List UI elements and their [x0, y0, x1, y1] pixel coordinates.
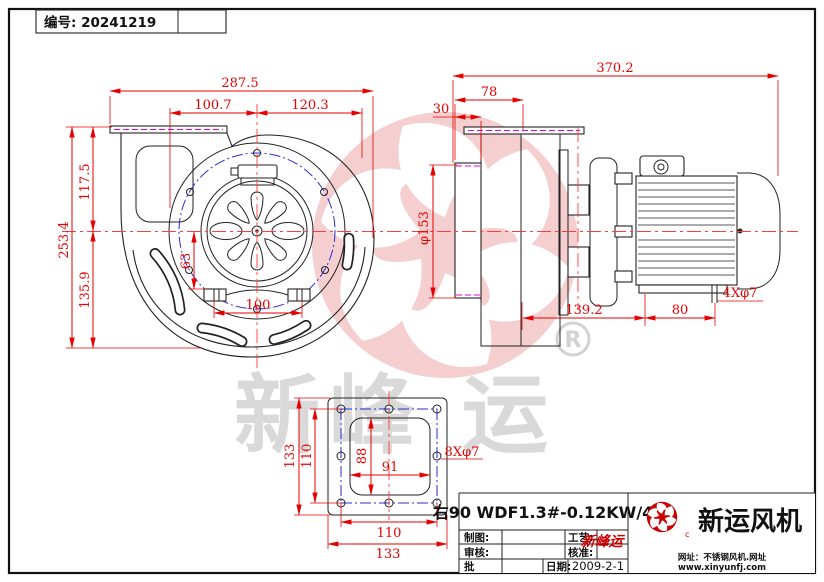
dim-front-overall-width: 287.5	[221, 76, 258, 91]
page-border	[7, 7, 817, 575]
dim-side-inlet-diameter: φ153	[417, 211, 432, 245]
flange-view	[327, 391, 448, 520]
motor-end-cap	[737, 172, 781, 290]
shaft-center	[737, 228, 743, 234]
front-feet	[203, 288, 311, 302]
registered-r: R	[565, 328, 582, 353]
company-website-label: 网址：不锈钢风机.网址	[678, 552, 767, 563]
company-name: 新运风机	[698, 506, 802, 537]
motor-feet	[638, 284, 728, 294]
terminal-box	[639, 155, 685, 177]
dim-flange-bolt-pitch-h: 110	[377, 526, 402, 541]
front-view-dimensions: 287.5 100.7 120.3 253.4 117.5 135.9 63 1…	[57, 76, 374, 349]
watermark-layer: 新 峰 运 R	[234, 112, 591, 466]
process-label: 工艺:	[568, 531, 593, 544]
vent-slots	[149, 232, 355, 347]
dim-flange-outer-height: 133	[283, 444, 298, 469]
title-block: 右90 WDF1.3#-0.12KW/4 制图: 审核: 批 工艺: 核准: 日…	[433, 492, 815, 573]
drawn-label: 制图:	[464, 531, 489, 544]
dim-side-motor-foot-span: 80	[672, 303, 689, 318]
dim-flange-opening-width: 91	[382, 460, 399, 475]
dim-side-flange-depth: 30	[433, 102, 450, 117]
flange-view-dimensions: 133 110 88 91 8Xφ7 110 133	[283, 397, 483, 562]
dim-front-outlet-width: 100.7	[194, 98, 231, 113]
dim-front-upper-height: 117.5	[78, 163, 93, 200]
approve-label: 批	[464, 560, 475, 573]
dim-side-overall-length: 370.2	[596, 61, 633, 76]
serial-number: 编号: 20241219	[44, 14, 156, 31]
ratify-label: 核准:	[568, 546, 593, 559]
checked-label: 审核:	[464, 546, 489, 559]
watermark-char-1: 新	[234, 365, 320, 466]
company-fan-logo-icon	[646, 501, 678, 533]
brand-reg-mark: c	[685, 530, 689, 539]
serial-box: 编号: 20241219	[35, 9, 227, 34]
dim-flange-bolt-holes: 8Xφ7	[445, 445, 480, 460]
dim-side-foot-holes: 4Xφ7	[723, 286, 758, 301]
dim-front-lower-height: 135.9	[78, 271, 93, 308]
dim-front-right-width: 120.3	[291, 98, 328, 113]
dim-flange-bolt-pitch-v: 110	[300, 444, 315, 469]
company-website-url: www.xinyunfj.com	[678, 563, 766, 573]
junction-box	[230, 164, 278, 186]
front-view	[109, 125, 375, 358]
dim-flange-outer-width: 133	[376, 547, 401, 562]
side-view-dimensions: 370.2 78 30 φ153 139.2 80 4Xφ7	[417, 61, 779, 330]
dim-front-foot-drop: 63	[179, 253, 194, 270]
dim-front-overall-height: 253.4	[57, 221, 72, 258]
motor	[635, 155, 781, 303]
company-brand: 新峰运	[580, 533, 626, 550]
company-area: 新运风机 新峰运 c 网址：不锈钢风机.网址 www.xinyunfj.com	[580, 501, 802, 573]
inlet-flange	[454, 162, 482, 299]
watermark-char-2: 峰	[329, 365, 415, 466]
side-view	[454, 126, 781, 347]
dim-front-foot-span: 100	[246, 298, 271, 313]
model-designation: 右90 WDF1.3#-0.12KW/4	[433, 503, 654, 522]
motor-fins	[638, 182, 735, 276]
watermark-char-3: 运	[462, 365, 548, 466]
registered-trademark-icon: R	[555, 321, 591, 357]
dim-side-motor-foot-offset: 139.2	[565, 303, 602, 318]
date-value: 2009-2-1	[572, 559, 624, 573]
date-label: 日期:	[546, 560, 571, 573]
dim-side-housing-depth: 78	[481, 85, 498, 100]
dim-flange-opening-height: 88	[355, 448, 370, 465]
